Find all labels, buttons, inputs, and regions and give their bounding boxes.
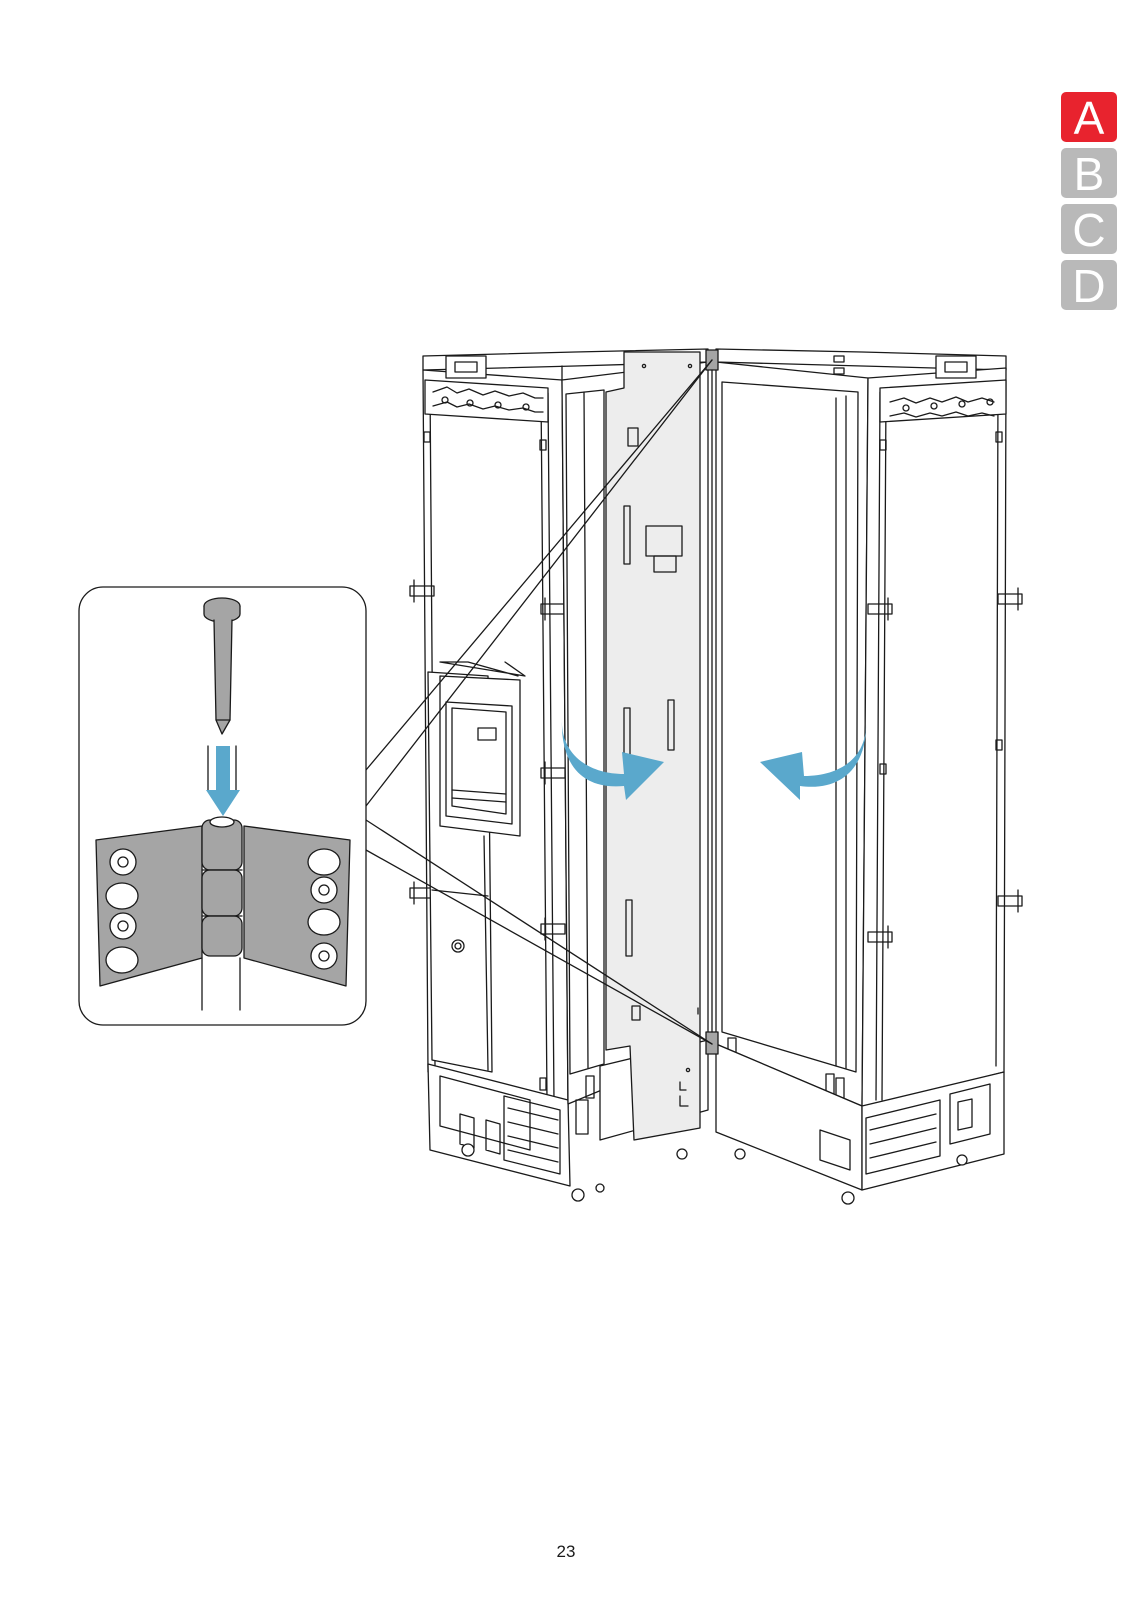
refrigerator-door: [716, 362, 868, 1106]
left-appliance: [410, 349, 708, 1201]
right-appliance: [677, 349, 1022, 1204]
hinge-knuckles: [202, 817, 242, 956]
decor-panel: [606, 352, 700, 1140]
hinge-leaf-right: [244, 826, 350, 986]
hinge-leaf-left: [96, 826, 202, 986]
hinge-detail-inset: [79, 587, 366, 1025]
page-number: 23: [0, 1542, 1132, 1562]
